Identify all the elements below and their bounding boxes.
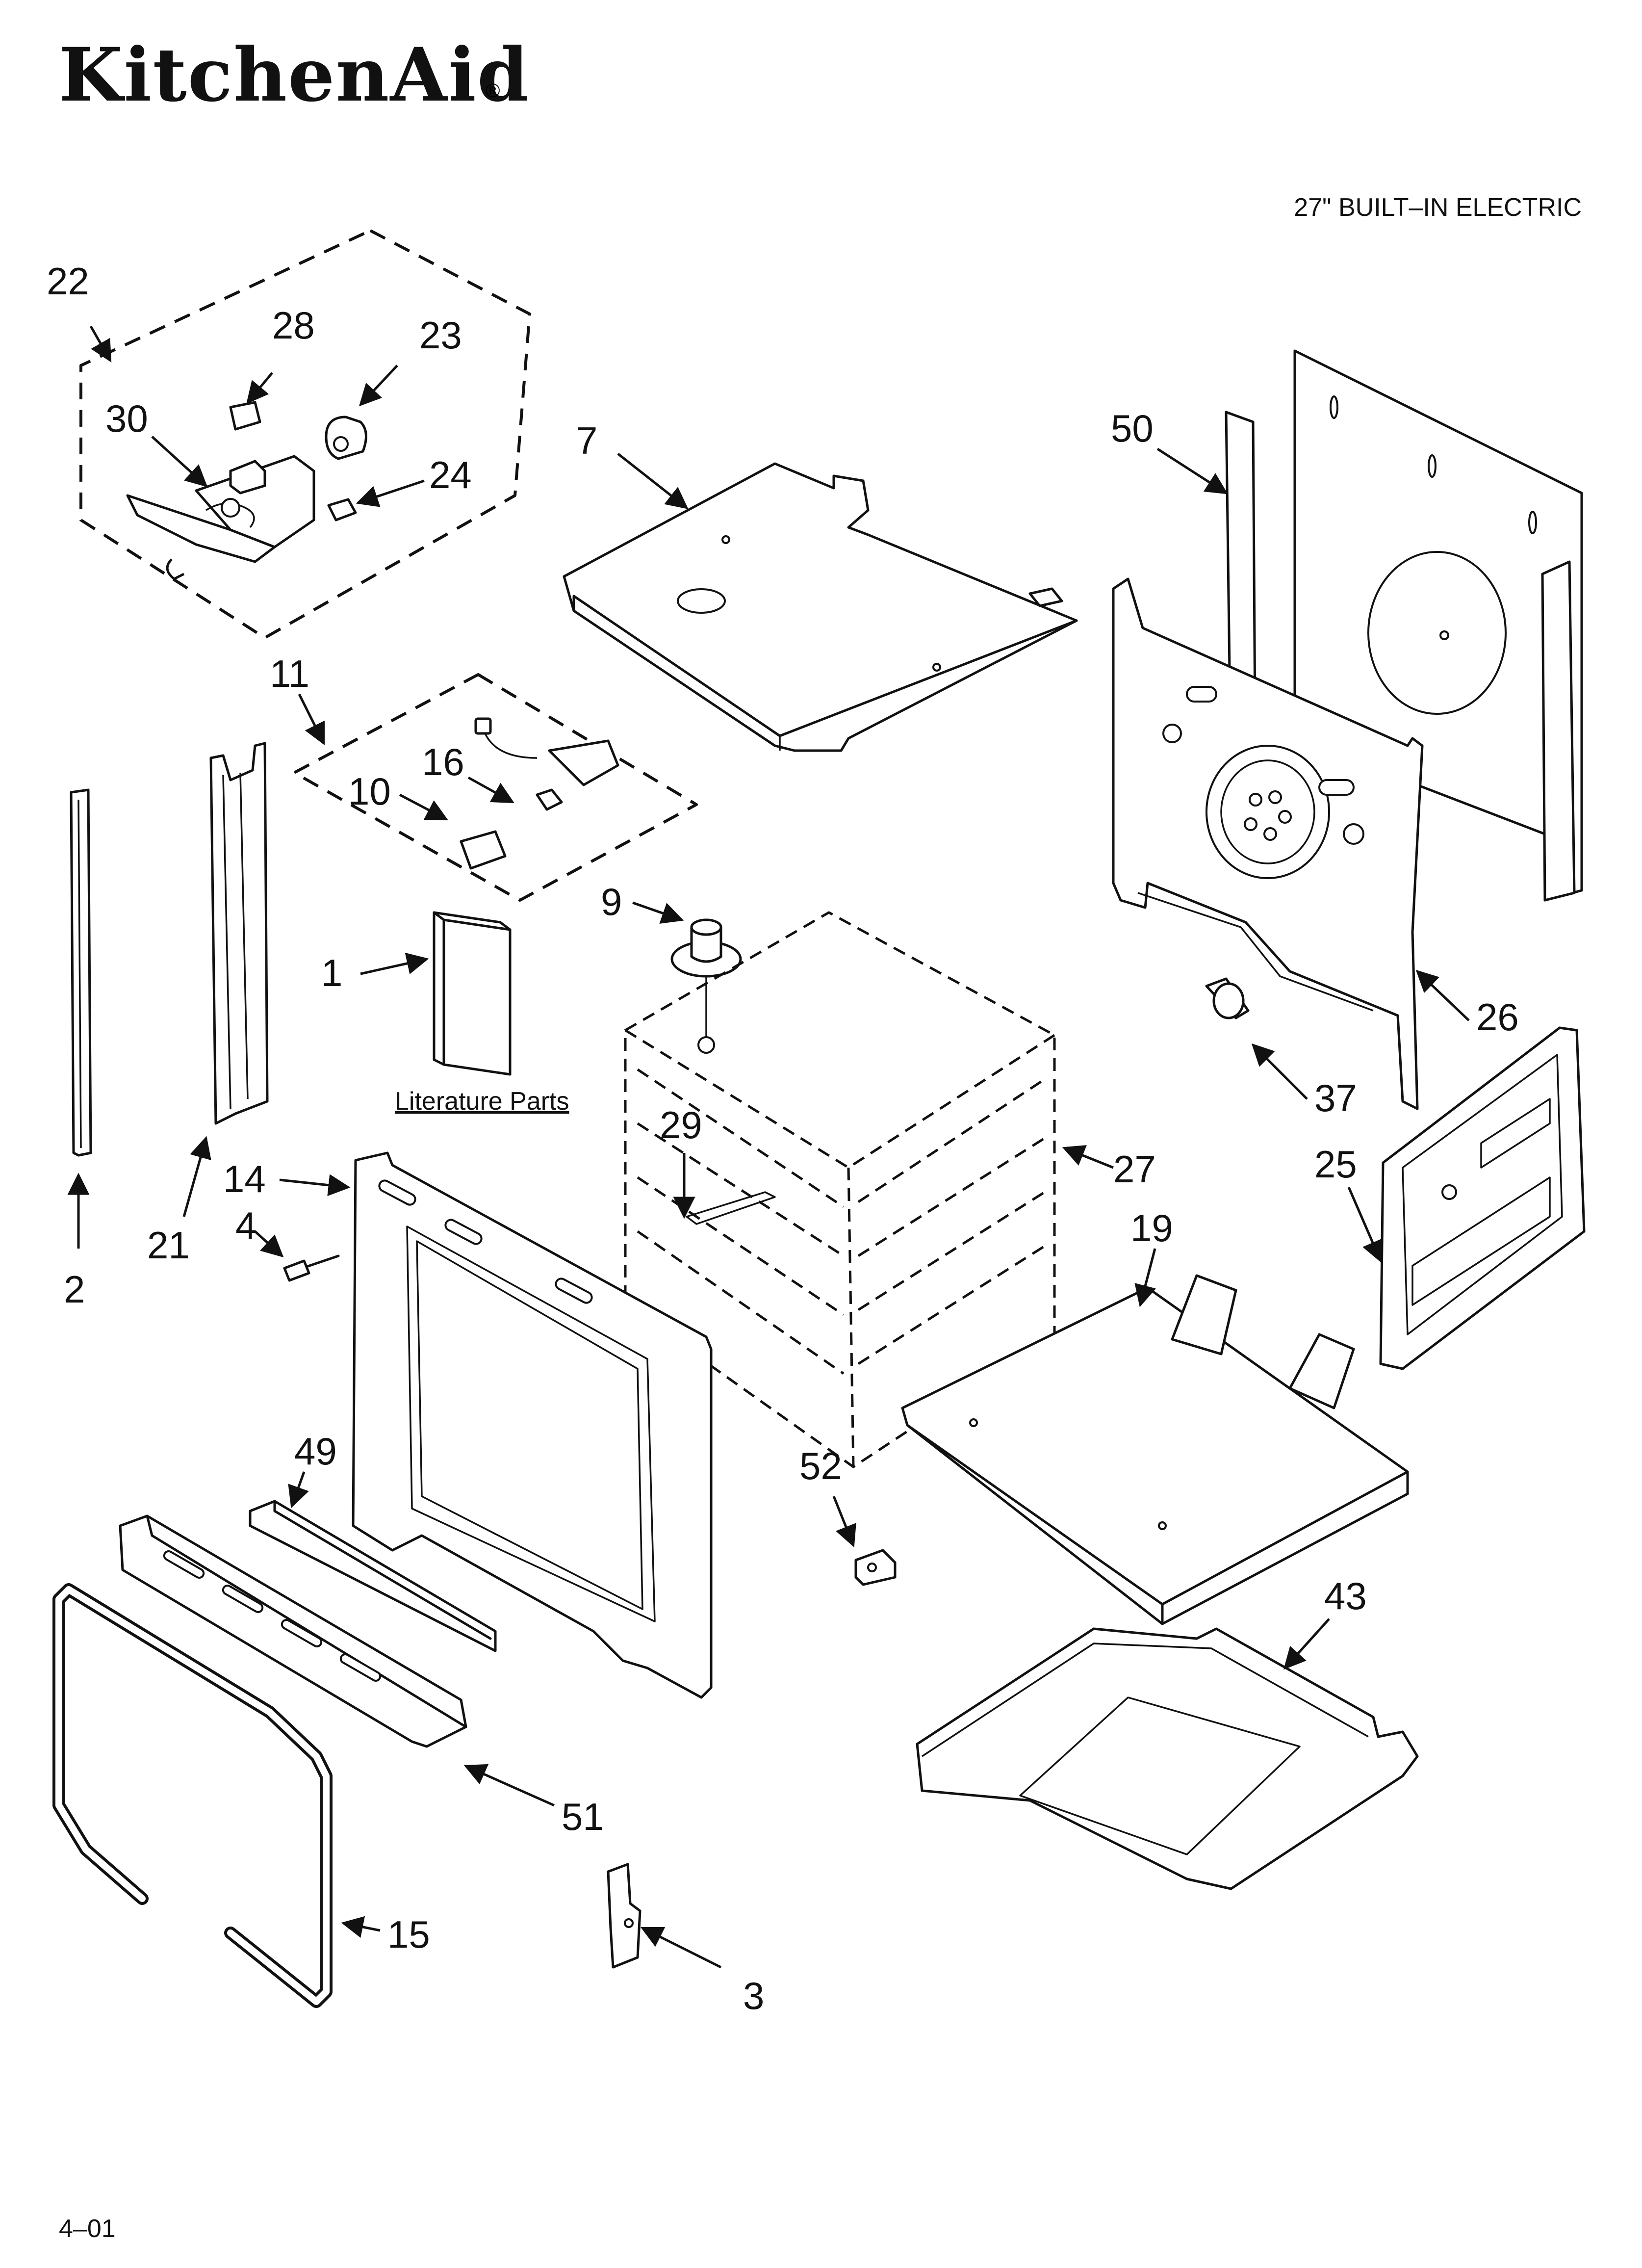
callout-11: 11 — [270, 652, 309, 695]
callout-49: 49 — [294, 1430, 337, 1473]
callout-1: 1 — [321, 951, 342, 994]
vent-trim-part — [119, 1514, 467, 1748]
callout-30: 30 — [105, 397, 148, 440]
side-rail-part — [209, 742, 269, 1125]
fan-motor-part — [670, 918, 742, 1040]
callout-29: 29 — [660, 1103, 702, 1147]
callout-25: 25 — [1314, 1143, 1357, 1186]
top-panel-part — [563, 462, 1078, 752]
side-panel-part — [1379, 1026, 1586, 1370]
callout-51: 51 — [562, 1795, 604, 1838]
rear-shield-part — [1112, 577, 1424, 1110]
trim-channel-part — [249, 1500, 497, 1652]
light-assembly-group — [293, 673, 698, 902]
bracket-clip-part — [854, 1549, 897, 1586]
thermal-switch-part — [1205, 977, 1250, 1019]
callout-14: 14 — [223, 1157, 266, 1200]
model-description: 27" BUILT–IN ELECTRIC — [1294, 193, 1582, 222]
leader-lines — [67, 325, 1470, 1969]
callout-43: 43 — [1324, 1574, 1367, 1617]
callout-21: 21 — [147, 1224, 190, 1267]
page-code: 4–01 — [59, 2215, 116, 2243]
callout-28: 28 — [272, 304, 315, 347]
callout-24: 24 — [429, 453, 472, 496]
callout-2: 2 — [64, 1268, 85, 1311]
callout-3: 3 — [743, 1974, 764, 2017]
callout-labels: 22 28 23 30 24 7 50 11 16 10 9 1 26 37 2… — [47, 260, 1519, 2017]
front-frame-part — [352, 1151, 713, 1699]
bottom-tray-part — [901, 1274, 1409, 1625]
callout-52: 52 — [799, 1444, 842, 1487]
callout-15: 15 — [387, 1913, 430, 1956]
callout-9: 9 — [601, 880, 622, 923]
callout-19: 19 — [1130, 1206, 1173, 1250]
hinge-bracket-part — [607, 1863, 641, 1969]
callout-23: 23 — [419, 313, 462, 357]
callout-22: 22 — [47, 260, 89, 303]
callout-50: 50 — [1111, 407, 1154, 450]
callout-37: 37 — [1314, 1076, 1357, 1120]
literature-parts-label: Literature Parts — [395, 1087, 569, 1116]
brand-logo: KitchenAid — [59, 32, 530, 118]
registered-mark: ® — [486, 80, 500, 102]
screw-part — [283, 1254, 340, 1282]
latch-assembly-group — [79, 229, 531, 639]
callout-7: 7 — [576, 419, 597, 462]
callout-26: 26 — [1476, 995, 1519, 1039]
door-gasket-part — [52, 1583, 333, 2008]
callout-27: 27 — [1113, 1147, 1156, 1191]
side-trim-strip-part — [70, 788, 92, 1157]
callout-16: 16 — [422, 740, 464, 783]
callout-4: 4 — [235, 1204, 257, 1247]
literature-booklet-part — [433, 911, 512, 1076]
base-pan-part — [916, 1627, 1419, 1890]
callout-10: 10 — [348, 770, 391, 813]
